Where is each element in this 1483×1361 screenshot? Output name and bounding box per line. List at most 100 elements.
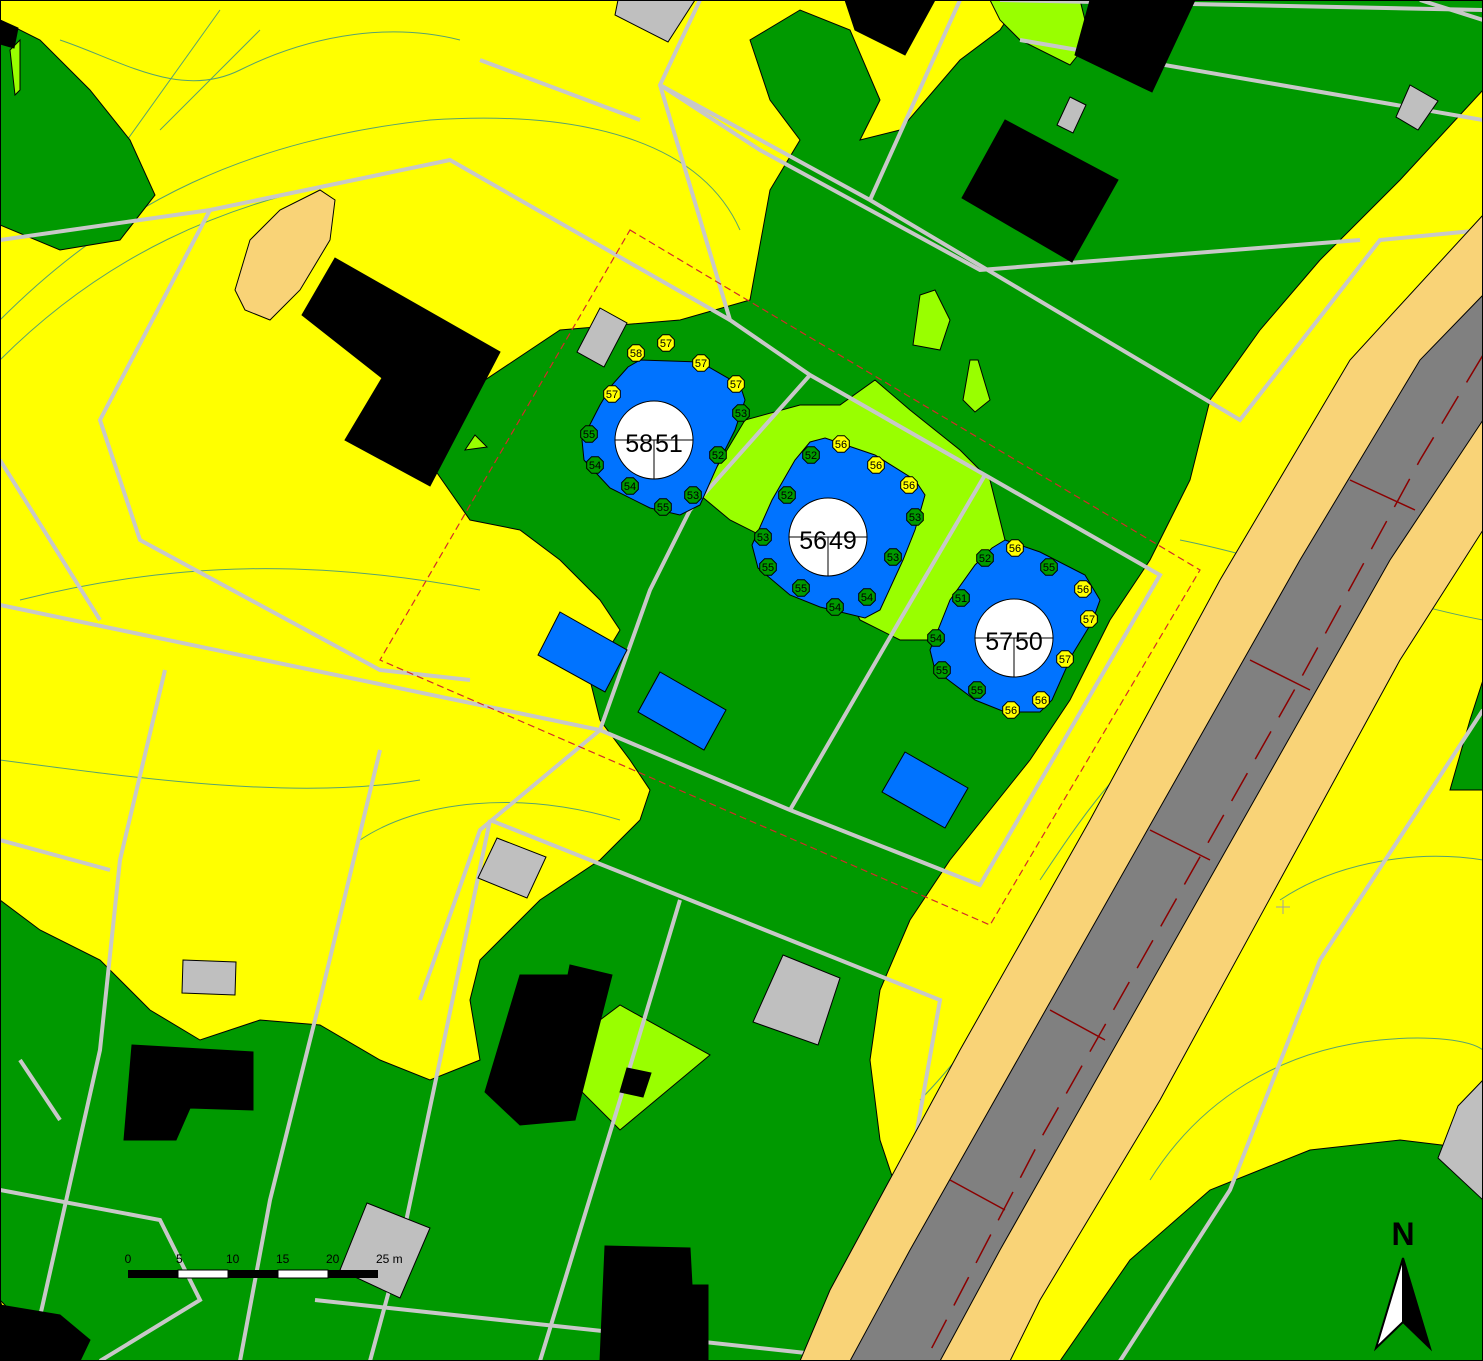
site-label-right: 51: [655, 430, 683, 458]
buildings: [0, 0, 1196, 1361]
point-marker-label: 52: [979, 553, 991, 565]
site-label-left: 57: [985, 628, 1013, 656]
point-marker-label: 56: [1035, 695, 1047, 707]
point-marker-label: 54: [589, 460, 601, 472]
point-marker: 54: [586, 456, 604, 474]
point-marker-label: 53: [687, 490, 699, 502]
scale-bar-tick-label: 0: [125, 1252, 132, 1266]
point-marker-shape: [968, 681, 986, 699]
point-marker-label: 56: [1009, 543, 1021, 555]
point-marker-shape: [1002, 701, 1020, 719]
point-marker: 52: [976, 549, 994, 567]
point-marker-label: 52: [805, 450, 817, 462]
scale-bar-segment: [277, 1269, 329, 1279]
outbuildings: [181, 0, 1483, 1299]
point-marker-shape: [1056, 650, 1074, 668]
point-marker-shape: [754, 528, 772, 546]
point-marker-shape: [927, 629, 945, 647]
point-marker-label: 57: [695, 358, 707, 370]
site-label-left: 58: [625, 430, 653, 458]
scale-bar-segment: [328, 1270, 378, 1278]
point-marker-label: 51: [955, 593, 967, 605]
point-marker: 56: [1074, 580, 1092, 598]
point-marker-shape: [906, 508, 924, 526]
point-marker: 57: [692, 354, 710, 372]
scale-bar-tick-label: 15: [276, 1252, 290, 1266]
point-marker-shape: [802, 446, 820, 464]
point-marker-label: 57: [606, 389, 618, 401]
point-marker-shape: [621, 477, 639, 495]
point-marker: 52: [709, 446, 727, 464]
point-marker-shape: [586, 456, 604, 474]
point-marker-label: 54: [930, 633, 942, 645]
scale-bar-tick-label: 25 m: [376, 1252, 403, 1266]
north-label: N: [1391, 1216, 1414, 1252]
point-marker-label: 53: [757, 532, 769, 544]
point-marker: 54: [826, 598, 844, 616]
point-marker-shape: [627, 344, 645, 362]
point-marker-shape: [792, 579, 810, 597]
point-marker-shape: [858, 588, 876, 606]
point-marker: 53: [732, 404, 750, 422]
point-marker-shape: [657, 334, 675, 352]
point-marker: 53: [906, 508, 924, 526]
point-marker-label: 56: [870, 460, 882, 472]
point-marker-shape: [933, 661, 951, 679]
point-marker-shape: [867, 456, 885, 474]
point-marker: 56: [832, 435, 850, 453]
scale-bar-segment: [177, 1269, 229, 1279]
point-marker-shape: [580, 425, 598, 443]
point-marker: 55: [1040, 558, 1058, 576]
point-marker-label: 56: [1005, 705, 1017, 717]
point-marker: 57: [603, 385, 621, 403]
scale-bar-tick-label: 10: [226, 1252, 240, 1266]
road-corridor: [799, 214, 1483, 1361]
point-marker-label: 55: [583, 429, 595, 441]
point-marker: 54: [621, 477, 639, 495]
point-marker-label: 55: [795, 583, 807, 595]
point-marker: 53: [684, 486, 702, 504]
point-marker: 55: [580, 425, 598, 443]
point-marker: 55: [654, 498, 672, 516]
point-marker: 56: [1002, 701, 1020, 719]
point-marker-shape: [654, 498, 672, 516]
point-marker-shape: [732, 404, 750, 422]
point-marker-shape: [727, 375, 745, 393]
scale-bar-tick-label: 5: [176, 1252, 183, 1266]
point-marker-shape: [1074, 580, 1092, 598]
north-arrow: N: [1373, 1216, 1433, 1352]
point-marker: 56: [900, 476, 918, 494]
point-marker: 56: [1006, 539, 1024, 557]
point-marker-label: 55: [657, 502, 669, 514]
point-marker-shape: [603, 385, 621, 403]
point-marker-shape: [884, 548, 902, 566]
site-label-left: 56: [799, 527, 827, 555]
point-marker-label: 52: [781, 490, 793, 502]
sand-area: [234, 189, 336, 321]
point-marker: 53: [754, 528, 772, 546]
scale-bar-segment: [128, 1270, 178, 1278]
point-marker-shape: [759, 558, 777, 576]
point-marker-label: 57: [660, 338, 672, 350]
point-marker-label: 53: [887, 552, 899, 564]
point-marker: 55: [968, 681, 986, 699]
point-marker-shape: [1032, 691, 1050, 709]
survey-point-icon: [1276, 900, 1290, 914]
point-marker-label: 55: [762, 562, 774, 574]
point-marker-label: 55: [1043, 562, 1055, 574]
point-marker-shape: [900, 476, 918, 494]
point-marker-shape: [826, 598, 844, 616]
point-marker: 52: [802, 446, 820, 464]
point-marker: 55: [792, 579, 810, 597]
point-marker: 57: [1056, 650, 1074, 668]
pools: [537, 611, 969, 829]
site-label-right: 50: [1015, 628, 1043, 656]
point-marker-shape: [976, 549, 994, 567]
site-label-right: 49: [829, 527, 857, 555]
point-marker-shape: [684, 486, 702, 504]
point-marker: 54: [927, 629, 945, 647]
point-marker-label: 57: [730, 379, 742, 391]
